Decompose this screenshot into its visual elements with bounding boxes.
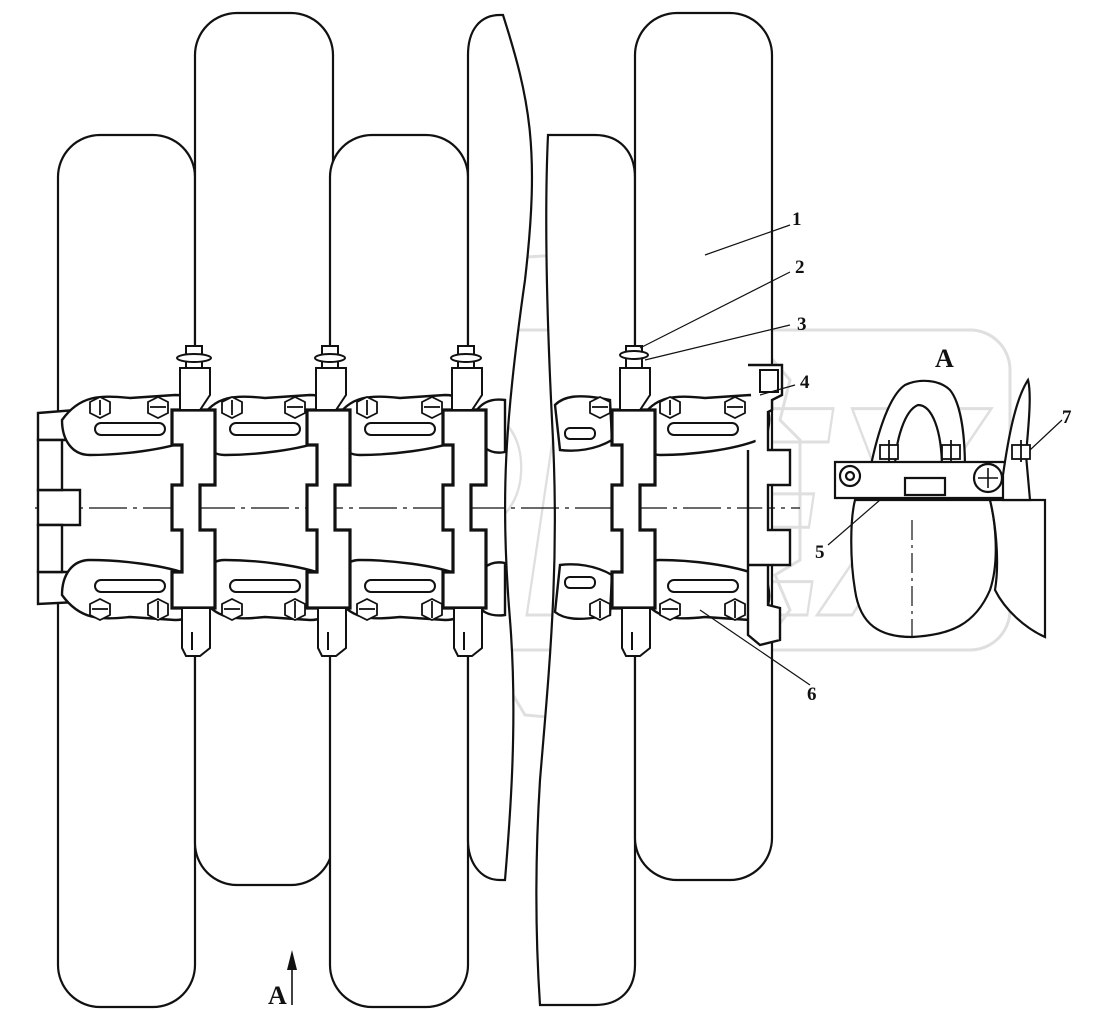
cross-link-3 [441,408,488,610]
callout-5: 5 [815,542,825,563]
bolt-nut [356,395,378,420]
bolts-left [89,395,443,622]
bolt-nut [284,597,306,622]
view-a-tire-2 [988,498,1047,639]
callout-6: 6 [807,684,817,705]
bolt-nut [89,597,111,622]
bolt-nut [221,597,243,622]
bolt-nut [421,395,443,420]
callout-1: 1 [792,209,802,230]
bolt-nut [659,395,681,420]
callout-leaders [639,224,1063,686]
bolt-nut [284,395,306,420]
view-a-bolts [879,440,1031,462]
bolt-nut [724,597,746,622]
bolt-nut [589,395,611,420]
bolt-nut [356,597,378,622]
view-a-hook [1001,377,1032,502]
bolt-nut [421,597,443,622]
view-a-label: A [935,344,954,373]
bolt-nut [89,395,111,420]
bolt-nut [221,395,243,420]
cross-link-2 [305,408,352,610]
link-slots-left [94,422,436,593]
callout-3: 3 [797,314,807,335]
callout-numbers: 1 2 3 4 5 6 7 [792,209,1072,705]
section-arrow-label: A [268,981,287,1010]
bolts-right [589,395,746,622]
bolt-nut [724,395,746,420]
bolt-nut [589,597,611,622]
bolt-nut [147,395,169,420]
callout-4: 4 [800,372,810,393]
cross-link-1 [170,408,217,610]
cross-link-5 [746,363,792,647]
bolt-nut [147,597,169,622]
cross-link-4 [610,408,657,610]
chain-end-segment [36,438,64,574]
callout-7: 7 [1062,407,1072,428]
end-lug-mid [36,488,82,527]
callout-2: 2 [795,257,805,278]
tensioners-left [176,345,483,657]
view-a-section [833,377,1047,639]
tensioners-right [619,345,651,657]
view-a-pin-left-inner [844,470,856,482]
bolt-nut [659,597,681,622]
section-arrow: A [268,950,297,1010]
tires [56,11,774,1009]
